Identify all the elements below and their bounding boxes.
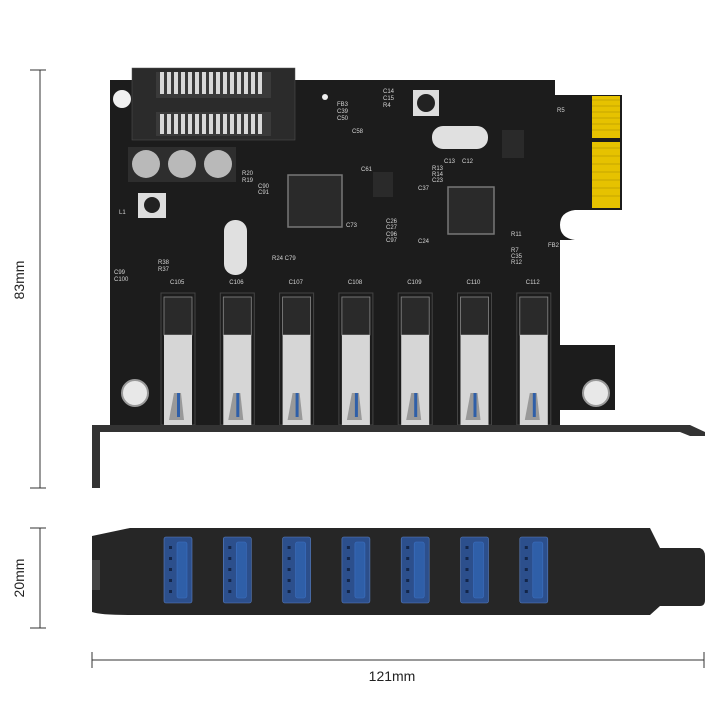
port-label: C107	[289, 280, 304, 286]
silk-label: C37	[418, 186, 430, 192]
silk-label: L1	[119, 210, 126, 216]
port-label: C106	[229, 280, 244, 286]
silk-label: R13	[432, 166, 444, 172]
sata-power-connector	[131, 67, 296, 141]
usb-port-front[interactable]	[163, 536, 193, 604]
crystal-oscillator	[432, 126, 488, 149]
silk-label: FB2	[548, 243, 560, 249]
silk-label: C97	[386, 238, 398, 244]
port-label: C109	[407, 280, 422, 286]
pcb-top-view: FB3 C39 C50 C14 C15 R4 C58 R20 R19 C90 C…	[92, 67, 705, 488]
silk-label: R4	[383, 103, 391, 109]
usb-port-front[interactable]	[400, 536, 430, 604]
silk-label: R37	[158, 267, 170, 273]
bracket-front-view	[92, 528, 705, 615]
usb-port-top: C105	[160, 280, 196, 426]
silk-label: R12	[511, 260, 523, 266]
silk-label: C27	[386, 225, 398, 231]
silk-label: C12	[462, 159, 474, 165]
pcie-gold-fingers	[592, 96, 620, 208]
silk-label: R19	[242, 178, 254, 184]
usb-port-top: C112	[516, 280, 552, 426]
screw-hole-right	[582, 379, 610, 407]
port-label: C112	[526, 280, 541, 286]
usb-port-front[interactable]	[460, 536, 489, 604]
usb-port-front[interactable]	[519, 536, 549, 604]
silk-label: C13	[444, 159, 456, 165]
silk-label: R24 C79	[272, 256, 296, 262]
usb-port-top: C110	[457, 280, 492, 426]
screw-hole-left	[121, 379, 149, 407]
silk-label: R14	[432, 172, 444, 178]
usb-port-front[interactable]	[341, 536, 371, 604]
silkscreen-labels: FB3 C39 C50 C14 C15 R4 C58 R20 R19 C90 C…	[114, 89, 565, 283]
usb-port-front[interactable]	[282, 536, 311, 604]
silk-label: C73	[346, 223, 358, 229]
usb-port-top: C107	[279, 280, 315, 426]
silk-label: C91	[258, 190, 270, 196]
silk-label: C14	[383, 89, 395, 95]
port-label: C108	[348, 280, 363, 286]
port-label: C105	[170, 280, 185, 286]
crystal-oscillator	[224, 220, 247, 275]
silk-label: C35	[511, 254, 523, 260]
capacitors	[128, 147, 236, 182]
height-label: 83mm	[11, 261, 27, 300]
silk-label: C24	[418, 239, 430, 245]
silk-label: FB3	[337, 102, 349, 108]
silk-label: C96	[386, 232, 398, 238]
silk-label: C15	[383, 96, 395, 102]
silk-label: R5	[557, 108, 565, 114]
port-label: C110	[467, 280, 482, 286]
usb-controller-chip	[287, 174, 343, 228]
silk-label: C26	[386, 219, 398, 225]
bracket-height-dimension	[30, 527, 46, 629]
usb-port-top: C106	[219, 280, 255, 426]
usb-hub-chip	[447, 186, 495, 235]
silk-label: R20	[242, 171, 254, 177]
silk-label: C100	[114, 277, 129, 283]
usb-port-top: C108	[338, 280, 374, 426]
height-dimension	[30, 69, 46, 489]
width-label: 121mm	[369, 668, 416, 684]
width-dimension	[91, 652, 705, 668]
bracket-top-edge	[92, 425, 705, 488]
silk-label: C61	[361, 167, 373, 173]
silk-label: C23	[432, 178, 444, 184]
silk-label: R7	[511, 248, 519, 254]
silk-label: R38	[158, 260, 170, 266]
silk-label: C90	[258, 184, 270, 190]
bracket-height-label: 20mm	[11, 559, 27, 598]
silk-label: C99	[114, 270, 126, 276]
mounting-hole	[113, 90, 131, 108]
usb-port-front[interactable]	[223, 536, 252, 604]
silk-label: C39	[337, 109, 349, 115]
silk-label: C50	[337, 116, 349, 122]
usb-port-top: C109	[397, 280, 433, 426]
silk-label: R11	[511, 232, 522, 238]
silk-label: C58	[352, 129, 364, 135]
